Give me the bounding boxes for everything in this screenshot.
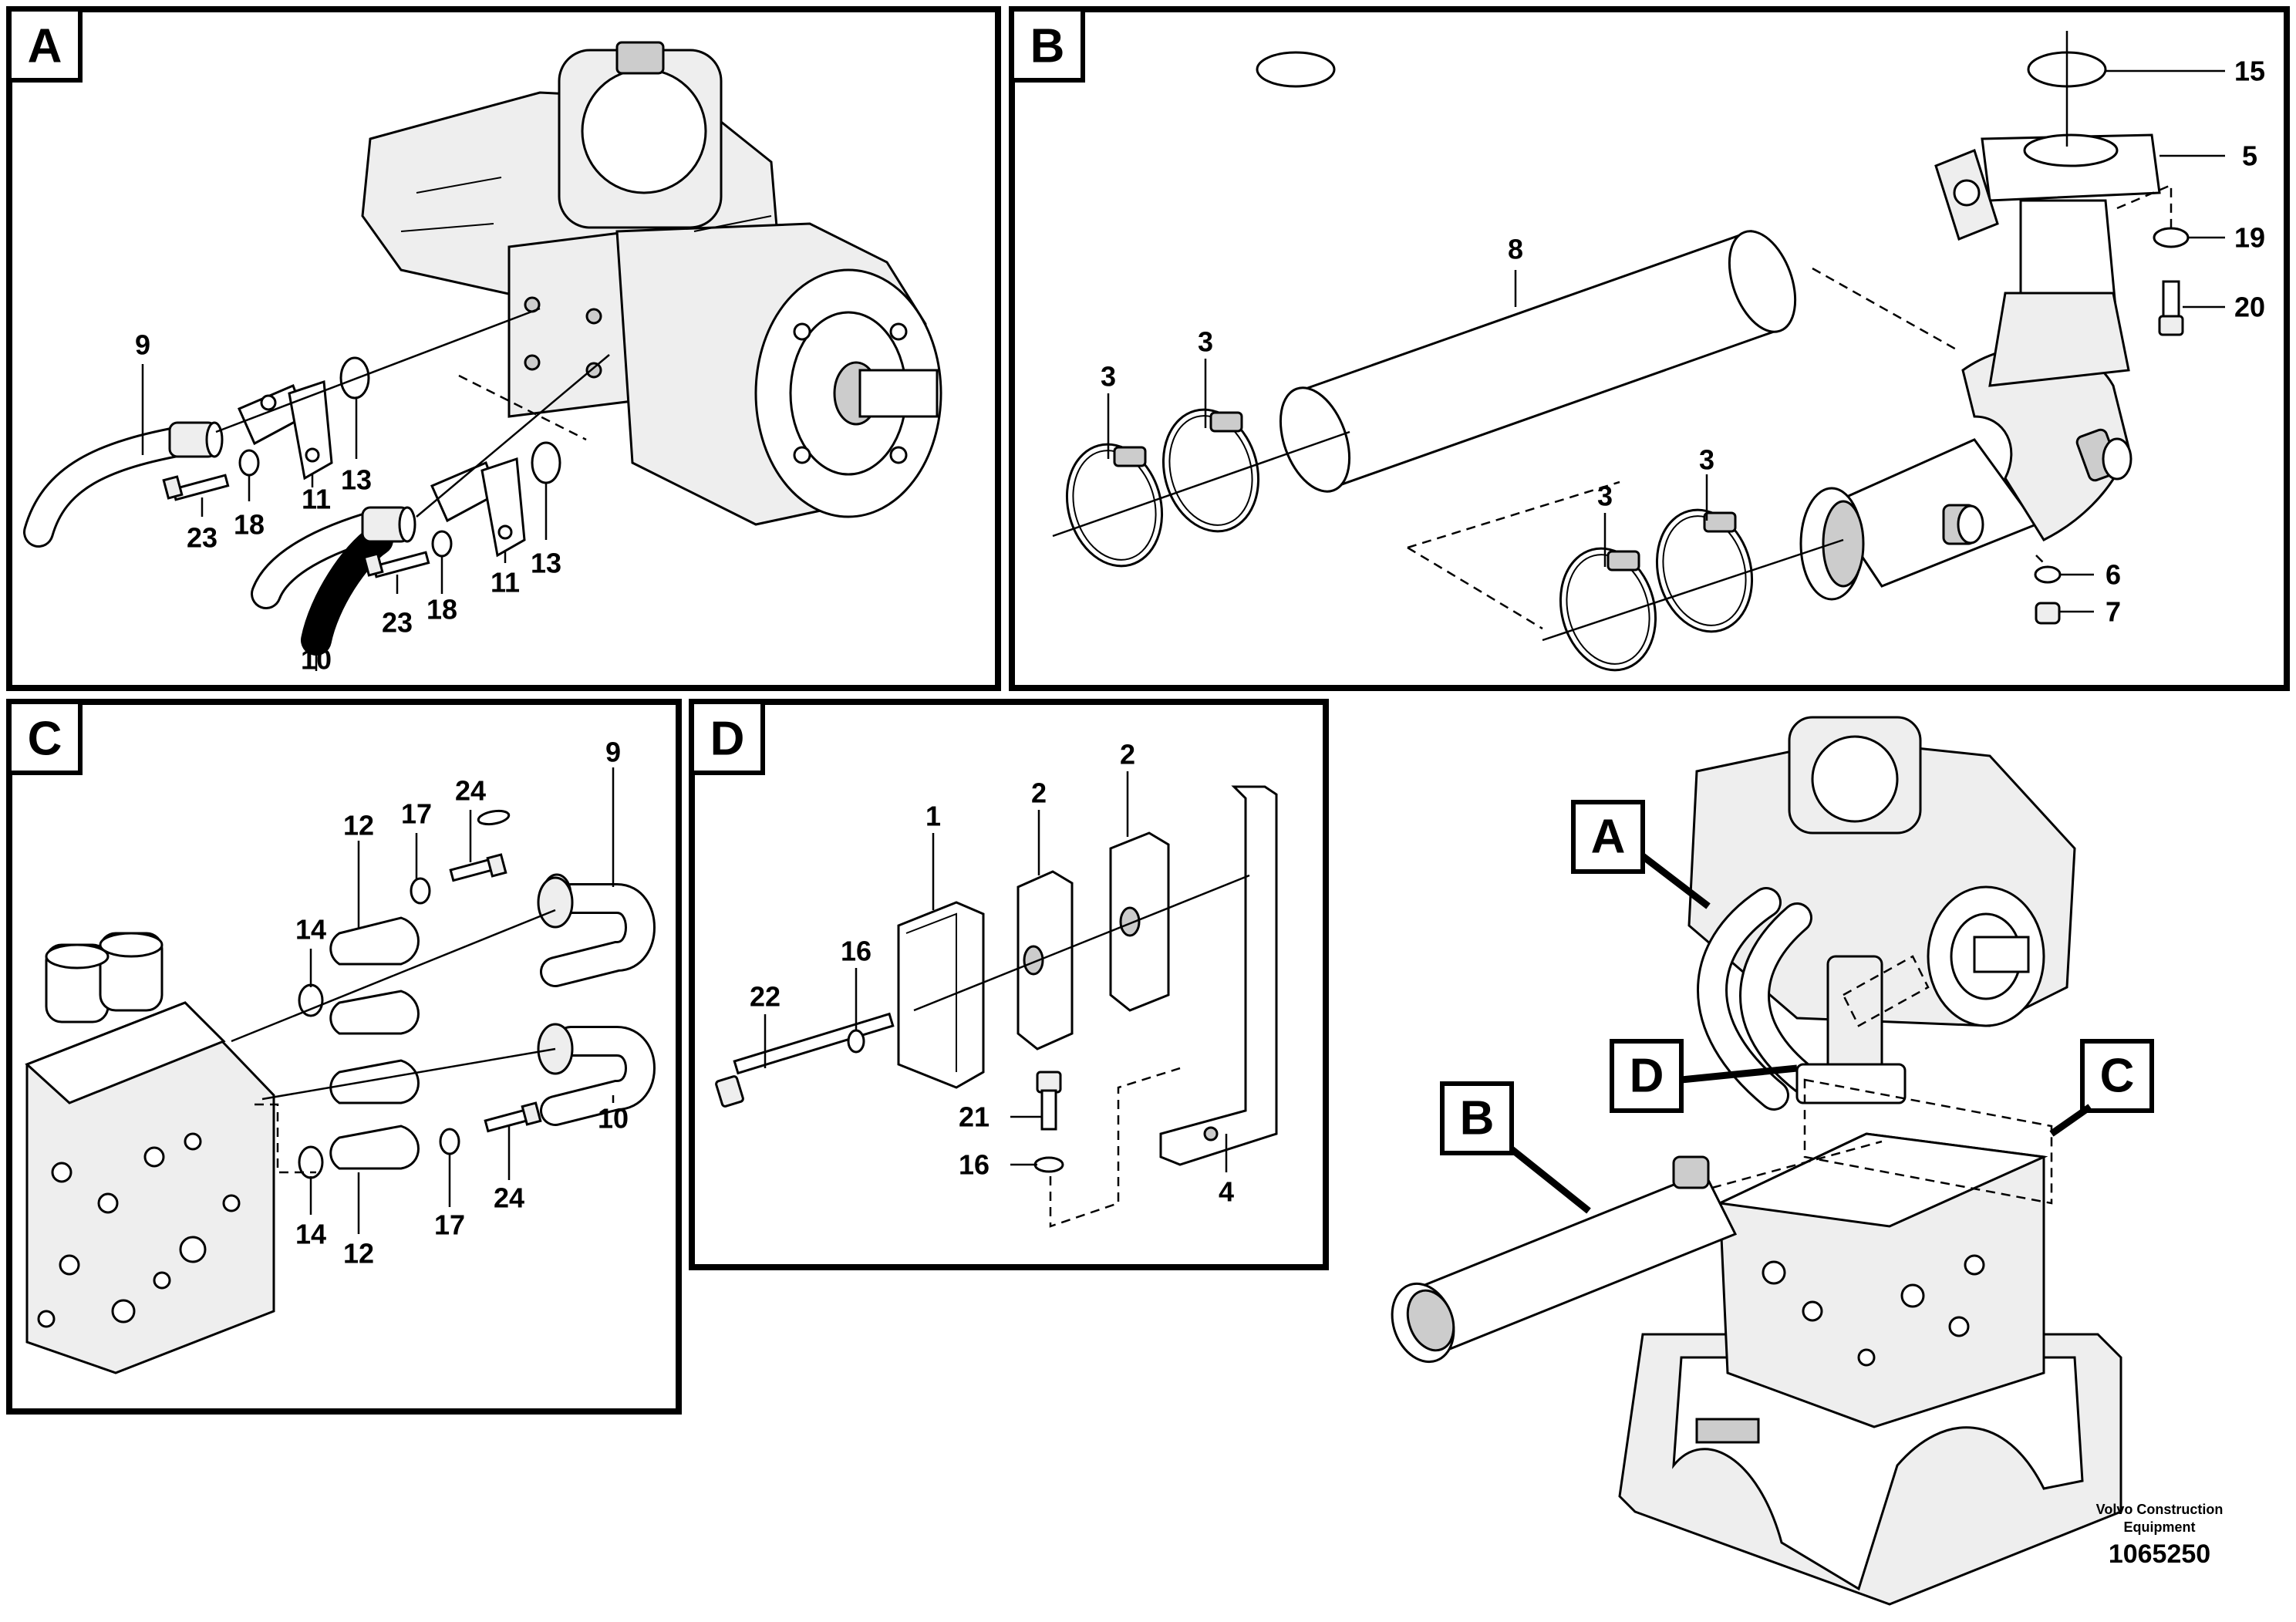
label-d-21: 21 [959,1101,990,1133]
panel-b-letter: B [1030,20,1065,73]
label-c-12-lower: 12 [343,1238,374,1270]
label-b-6: 6 [2106,559,2121,591]
panel-d: D 1 2 2 [689,699,1329,1270]
bolt-22 [715,1012,895,1108]
drawing-number: 1065250 [2109,1539,2210,1569]
seal-ring-6 [2034,565,2062,584]
flange-12-lower-b [329,1125,420,1170]
bolt-24-lower [484,1101,542,1133]
brand-line-1: Volvo Construction [2096,1502,2224,1517]
bolt-21 [1036,1071,1062,1131]
label-a-23-upper: 23 [187,522,217,554]
callout-c: C [2100,1050,2135,1103]
panel-c: C [6,699,682,1415]
label-a-11-lower: 11 [491,567,520,599]
washer-17-lower [439,1128,460,1155]
panel-a: A [6,6,1001,691]
split-flange-11-lower [430,457,526,558]
tube-9 [537,873,656,987]
label-c-24-lower: 24 [494,1182,524,1214]
washer-16-lower [1033,1156,1064,1173]
label-a-18-upper: 18 [234,509,265,541]
label-a-11-upper: 11 [302,484,331,515]
bolt-24-upper [449,853,507,882]
label-d-1: 1 [925,801,941,832]
label-a-18-lower: 18 [426,594,457,626]
panel-c-letter: C [28,713,62,766]
bolt-20 [2158,280,2184,336]
angle-bracket-4 [1159,785,1278,1166]
flange-12-lower-a [329,1059,420,1104]
label-a-13-lower: 13 [531,548,561,579]
label-b-3-a: 3 [1101,361,1116,393]
label-d-2-a: 2 [1031,777,1047,809]
label-c-12-upper: 12 [343,810,374,841]
label-c-17-lower: 17 [434,1209,465,1241]
hose-10 [251,506,416,656]
label-b-3-c: 3 [1597,481,1613,512]
label-d-22: 22 [750,981,781,1013]
panel-d-letter: D [710,713,745,766]
label-d-4: 4 [1219,1176,1234,1208]
washer-16-upper [847,1029,865,1054]
elbow-filter-housing [1799,133,2161,601]
label-b-3-b: 3 [1198,326,1213,358]
label-a-10: 10 [301,644,332,676]
split-flange-11-upper [238,379,333,481]
label-c-14-upper: 14 [295,914,326,946]
bolt-23-upper [162,474,230,501]
label-c-24-upper: 24 [455,775,486,807]
label-b-5: 5 [2242,140,2257,172]
hydraulic-pump [361,41,942,526]
o-ring-13-upper [339,356,370,400]
label-b-3-d: 3 [1699,444,1714,476]
hose-clamp-3-a [1065,443,1164,568]
label-b-20: 20 [2234,292,2265,323]
washer-18-upper [238,449,260,477]
tube-8 [1279,230,1797,493]
panel-a-letter: A [28,20,62,73]
bracket-1 [897,901,985,1089]
label-d-16-lower: 16 [959,1149,990,1181]
panel-b: B [1009,6,2290,691]
label-a-23-lower: 23 [382,607,413,639]
o-ring-13-lower [531,441,561,484]
plug-7 [2035,602,2061,625]
label-d-2-b: 2 [1120,739,1135,771]
label-c-17-upper: 17 [401,798,432,830]
label-c-14-lower: 14 [295,1219,326,1250]
footer: Volvo Construction Equipment 1065250 [2096,1502,2224,1569]
overview-assembly: A D B C [1391,716,2154,1606]
hose-9 [23,421,224,548]
label-d-16-upper: 16 [841,936,872,967]
label-b-19: 19 [2234,222,2265,254]
flange-12-upper-a [329,916,420,966]
flange-12-upper-b [329,990,420,1035]
brand-line-2: Equipment [2124,1519,2196,1535]
label-c-10: 10 [598,1103,629,1135]
bolt-23-lower [362,551,430,578]
label-b-15: 15 [2234,56,2265,87]
label-a-13-upper: 13 [341,464,372,496]
tube-10 [537,1023,656,1126]
hose-clamp-3-c [1559,547,1657,672]
clamp-half-2-a [1017,870,1074,1050]
control-valve [25,932,275,1374]
label-b-7: 7 [2106,596,2121,628]
label-c-9: 9 [605,737,621,768]
o-ring-14-upper [298,983,324,1017]
washer-18-lower [431,530,453,558]
washer-19 [2153,227,2190,248]
label-a-9: 9 [135,329,150,361]
callout-d: D [1630,1050,1664,1103]
label-b-8: 8 [1508,234,1523,265]
callout-a: A [1591,811,1626,864]
hose-clamp-3-b [1161,408,1260,533]
callout-b: B [1460,1092,1495,1145]
hose-clamp-3-d [1655,508,1754,633]
washer-17-upper [410,877,431,905]
